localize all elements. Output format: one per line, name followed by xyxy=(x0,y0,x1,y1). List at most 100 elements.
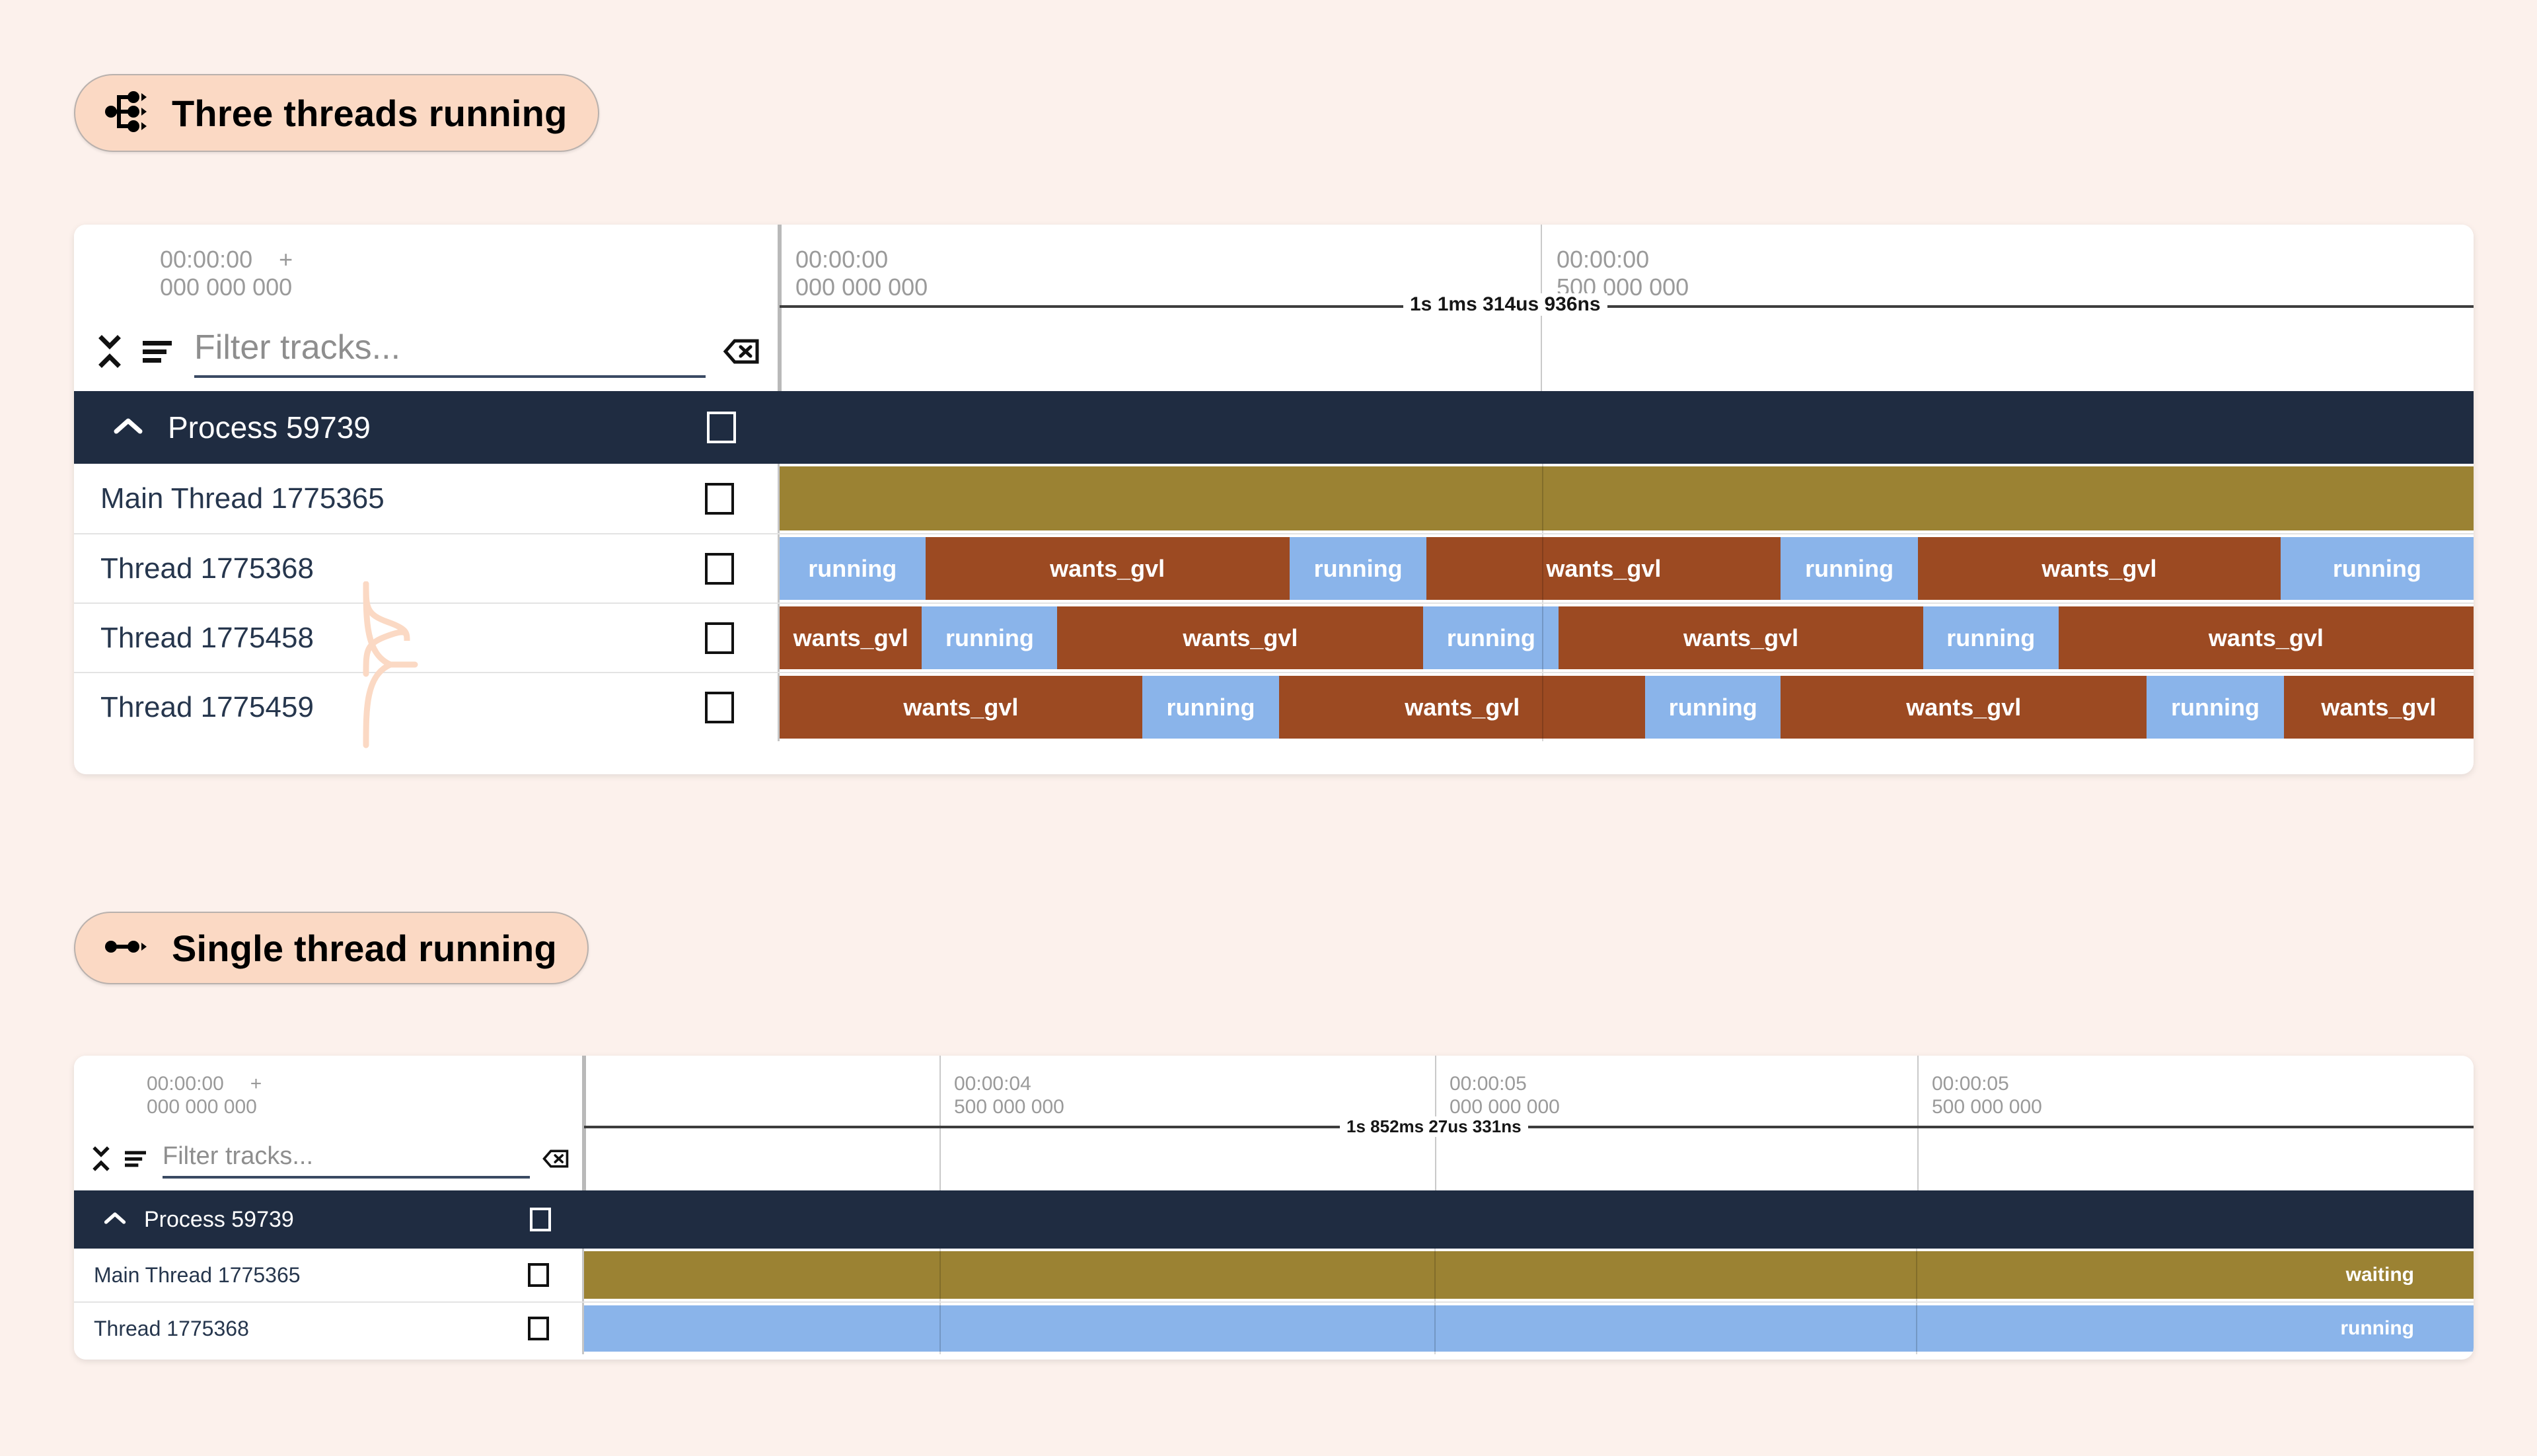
filter-tracks-input[interactable] xyxy=(194,328,706,378)
segment-running[interactable]: running xyxy=(780,537,926,600)
segment-running[interactable]: running xyxy=(2280,537,2474,600)
track-name-cell: Thread 1775459 xyxy=(74,673,780,741)
section-label-text: Single thread running xyxy=(172,927,557,969)
segment-running[interactable]: running xyxy=(584,1305,2474,1352)
lane-gridline xyxy=(1541,534,1543,602)
segment-wants-gvl[interactable]: wants_gvl xyxy=(1279,676,1646,739)
track-lane: running xyxy=(584,1303,2474,1354)
ruler-span-label: 1s 1ms 314us 936ns xyxy=(1403,293,1607,316)
collapse-all-icon[interactable] xyxy=(96,333,123,373)
ruler-tick-0-plus: + xyxy=(279,246,293,273)
lane-gridline xyxy=(1434,1303,1436,1354)
lane-gridline xyxy=(1541,673,1543,741)
segment-wants-gvl[interactable]: wants_gvl xyxy=(1057,606,1424,669)
collapse-all-icon[interactable] xyxy=(91,1145,111,1176)
segment-running[interactable]: running xyxy=(1781,537,1918,600)
track-lane: wants_gvl running wants_gvl running want… xyxy=(780,604,2474,672)
segment-wants-gvl[interactable]: wants_gvl xyxy=(2283,676,2474,739)
track-label: Thread 1775459 xyxy=(100,690,314,723)
segment-wants-gvl[interactable]: wants_gvl xyxy=(780,676,1142,739)
filter-list-icon[interactable] xyxy=(123,1148,148,1173)
ruler-tick-2-bottom: 000 000 000 xyxy=(1450,1095,1560,1118)
table-row[interactable]: Thread 1775459 wants_gvl running wants_g… xyxy=(74,672,2474,741)
track-checkbox[interactable] xyxy=(705,552,734,585)
filter-list-icon[interactable] xyxy=(140,337,174,369)
ruler-span-label: 1s 852ms 27us 331ns xyxy=(1340,1116,1528,1137)
track-name-cell: Main Thread 1775365 xyxy=(74,1249,584,1301)
track-checkbox[interactable] xyxy=(705,482,734,515)
segment-wants-gvl[interactable]: wants_gvl xyxy=(2058,606,2474,669)
process-header-row[interactable]: Process 59739 xyxy=(74,391,2474,464)
track-lane: wants_gvl running wants_gvl running want… xyxy=(780,673,2474,741)
ruler-tick-1-bottom: 000 000 000 xyxy=(795,273,928,301)
segment-running[interactable]: running xyxy=(1645,676,1781,739)
segment-waiting[interactable] xyxy=(780,466,2474,530)
segment-waiting[interactable]: waiting xyxy=(584,1251,2474,1299)
lane-gridline xyxy=(1916,1249,1918,1301)
track-name-cell: Main Thread 1775365 xyxy=(74,464,780,533)
segment-running[interactable]: running xyxy=(922,606,1058,669)
clear-input-icon[interactable] xyxy=(723,337,760,369)
process-checkbox[interactable] xyxy=(530,1208,551,1231)
segment-wants-gvl[interactable]: wants_gvl xyxy=(1559,606,1923,669)
track-lane xyxy=(780,464,2474,533)
track-name-cell: Thread 1775368 xyxy=(74,534,780,602)
lane-gridline xyxy=(939,1303,941,1354)
segment-wants-gvl[interactable]: wants_gvl xyxy=(780,606,922,669)
track-lane: running wants_gvl running wants_gvl runn… xyxy=(780,534,2474,602)
segment-running[interactable]: running xyxy=(1289,537,1427,600)
track-name-cell: Thread 1775368 xyxy=(74,1303,584,1354)
section-label-three-threads: Three threads running xyxy=(74,74,599,152)
table-row[interactable]: Thread 1775458 wants_gvl running wants_g… xyxy=(74,602,2474,672)
segment-wants-gvl[interactable]: wants_gvl xyxy=(925,537,1290,600)
ruler-tick-3-bottom: 500 000 000 xyxy=(1932,1095,2042,1118)
segment-running[interactable]: running xyxy=(1142,676,1280,739)
table-row[interactable]: Thread 1775368 running xyxy=(74,1301,2474,1354)
table-row[interactable]: Main Thread 1775365 waiting xyxy=(74,1249,2474,1301)
process-checkbox[interactable] xyxy=(707,412,736,443)
segment-running[interactable]: running xyxy=(2147,676,2284,739)
segment-running[interactable]: running xyxy=(1423,606,1559,669)
process-header-row[interactable]: Process 59739 xyxy=(74,1190,2474,1249)
filter-tracks-input[interactable] xyxy=(163,1142,530,1179)
process-title: Process 59739 xyxy=(144,1206,294,1232)
clear-input-icon[interactable] xyxy=(542,1148,570,1173)
filter-row xyxy=(74,314,780,391)
ruler-tick-0-top: 00:00:00 xyxy=(147,1073,224,1095)
track-checkbox[interactable] xyxy=(528,1317,549,1340)
table-row[interactable]: Thread 1775368 running wants_gvl running… xyxy=(74,533,2474,602)
track-checkbox[interactable] xyxy=(528,1263,549,1287)
track-name-cell: Thread 1775458 xyxy=(74,604,780,672)
track-label: Thread 1775368 xyxy=(100,552,314,585)
ruler-tick-1-bottom: 500 000 000 xyxy=(954,1095,1064,1118)
lane-gridline xyxy=(1541,464,1543,533)
lane-gridline xyxy=(1916,1303,1918,1354)
table-row[interactable]: Main Thread 1775365 xyxy=(74,464,2474,533)
ruler-tick-3-top: 00:00:05 xyxy=(1932,1073,2009,1095)
ruler-tick-0-plus: + xyxy=(250,1073,262,1095)
process-header-left: Process 59739 xyxy=(74,1190,584,1249)
segment-wants-gvl[interactable]: wants_gvl xyxy=(1426,537,1781,600)
track-checkbox[interactable] xyxy=(705,622,734,654)
segment-running[interactable]: running xyxy=(1923,606,2059,669)
ruler-span-line xyxy=(584,1126,2474,1128)
track-label: Main Thread 1775365 xyxy=(100,482,385,515)
chevron-up-icon[interactable] xyxy=(112,416,144,440)
track-checkbox[interactable] xyxy=(705,691,734,723)
ruler-tick-0-bottom: 000 000 000 xyxy=(147,1095,257,1118)
section-label-text: Three threads running xyxy=(172,92,568,134)
segment-wants-gvl[interactable]: wants_gvl xyxy=(1918,537,2281,600)
chevron-up-icon[interactable] xyxy=(103,1210,127,1229)
section-label-single-thread: Single thread running xyxy=(74,912,589,984)
ruler-gridline-3 xyxy=(1917,1056,1919,1190)
segment-wants-gvl[interactable]: wants_gvl xyxy=(1781,676,2147,739)
ruler-span-line xyxy=(780,305,2474,308)
